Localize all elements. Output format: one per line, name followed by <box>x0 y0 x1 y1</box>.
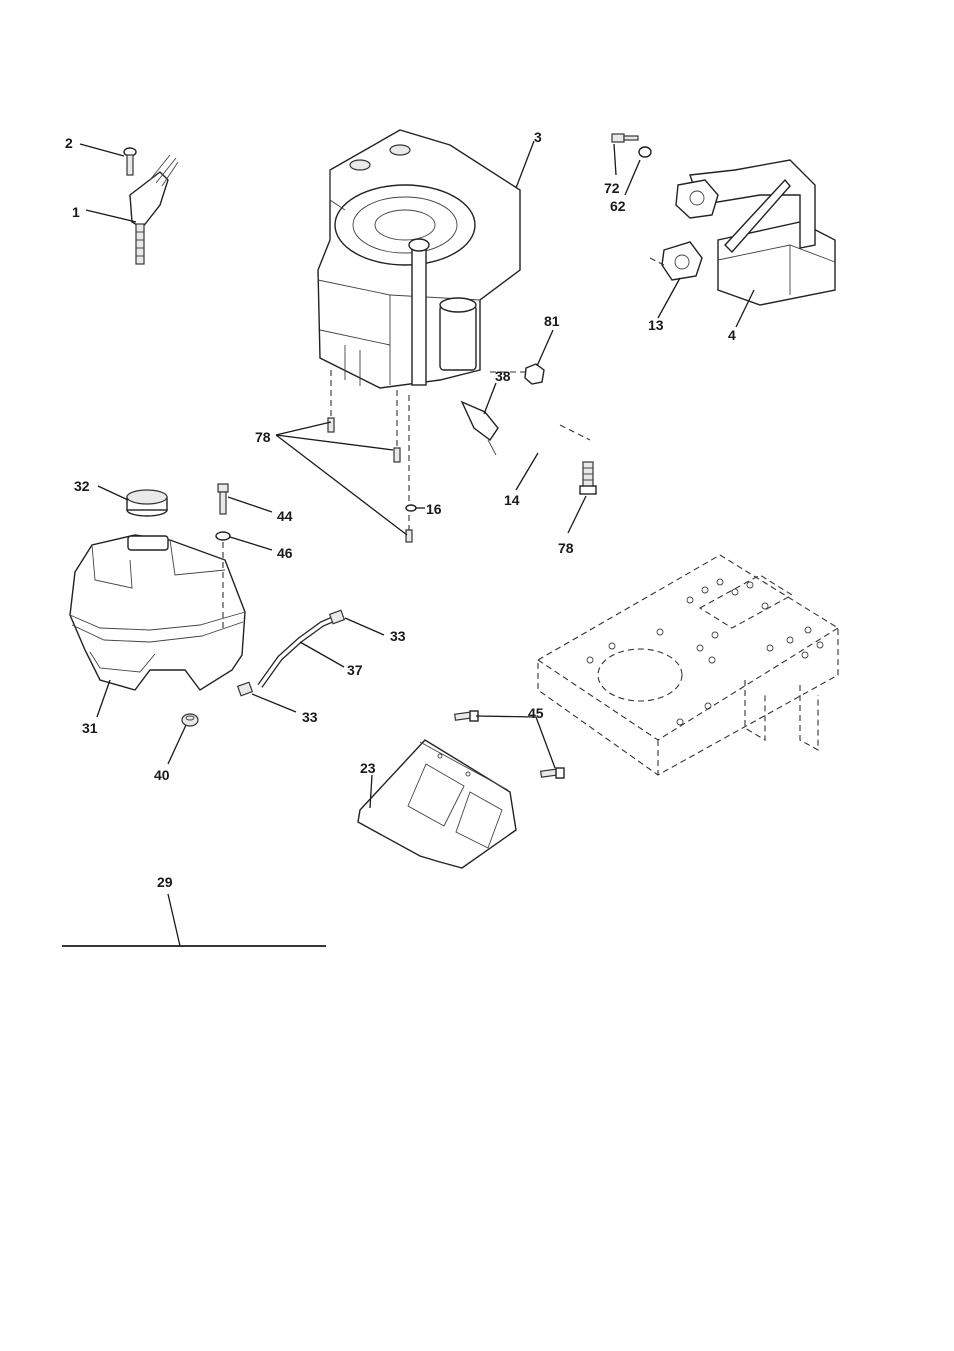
fuel-fitting-part <box>462 402 498 455</box>
tank-grommet-part <box>182 714 198 726</box>
tractor-frame-reference <box>538 555 838 775</box>
mounting-gasket-part <box>650 242 702 280</box>
shield-bolt-lower-part <box>541 768 564 778</box>
callout-78-fuel-line: 78 <box>558 540 574 556</box>
engine-part <box>318 130 520 388</box>
callout-14: 14 <box>504 492 520 508</box>
shield-bolt-upper-part <box>455 711 478 721</box>
fuel-line-bolt-part <box>580 462 596 494</box>
callout-62: 62 <box>610 198 626 214</box>
callout-37: 37 <box>347 662 363 678</box>
callout-29: 29 <box>157 874 173 890</box>
hose-clamp-upper-part <box>330 610 345 624</box>
callout-81: 81 <box>544 313 560 329</box>
callout-46: 46 <box>277 545 293 561</box>
callout-33-upper: 33 <box>390 628 406 644</box>
muffler-part <box>690 160 835 305</box>
callout-33-lower: 33 <box>302 709 318 725</box>
throttle-bracket-part <box>130 155 178 264</box>
callout-13: 13 <box>648 317 664 333</box>
screw-part <box>124 148 136 175</box>
callout-45: 45 <box>528 705 544 721</box>
fuel-tank-part <box>70 535 245 690</box>
fuel-cap-nut-part <box>525 364 544 384</box>
tank-bolt-part <box>218 484 228 514</box>
hose-clamp-lower-part <box>238 682 253 696</box>
fuel-cap-part <box>127 490 167 516</box>
exhaust-bolt-part <box>612 134 638 142</box>
callout-78-engine: 78 <box>255 429 271 445</box>
fuel-hose-part <box>260 618 336 686</box>
callout-23: 23 <box>360 760 376 776</box>
callout-40: 40 <box>154 767 170 783</box>
callout-31: 31 <box>82 720 98 736</box>
callout-44: 44 <box>277 508 293 524</box>
callout-72: 72 <box>604 180 620 196</box>
callout-32: 32 <box>74 478 90 494</box>
callout-4: 4 <box>728 327 736 343</box>
callout-16: 16 <box>426 501 442 517</box>
heat-shield-part <box>358 740 516 868</box>
callout-38: 38 <box>495 368 511 384</box>
lock-washer-part <box>639 147 651 157</box>
callout-1: 1 <box>72 204 80 220</box>
engine-mount-bolts <box>328 370 416 542</box>
callout-3: 3 <box>534 129 542 145</box>
callout-2: 2 <box>65 135 73 151</box>
